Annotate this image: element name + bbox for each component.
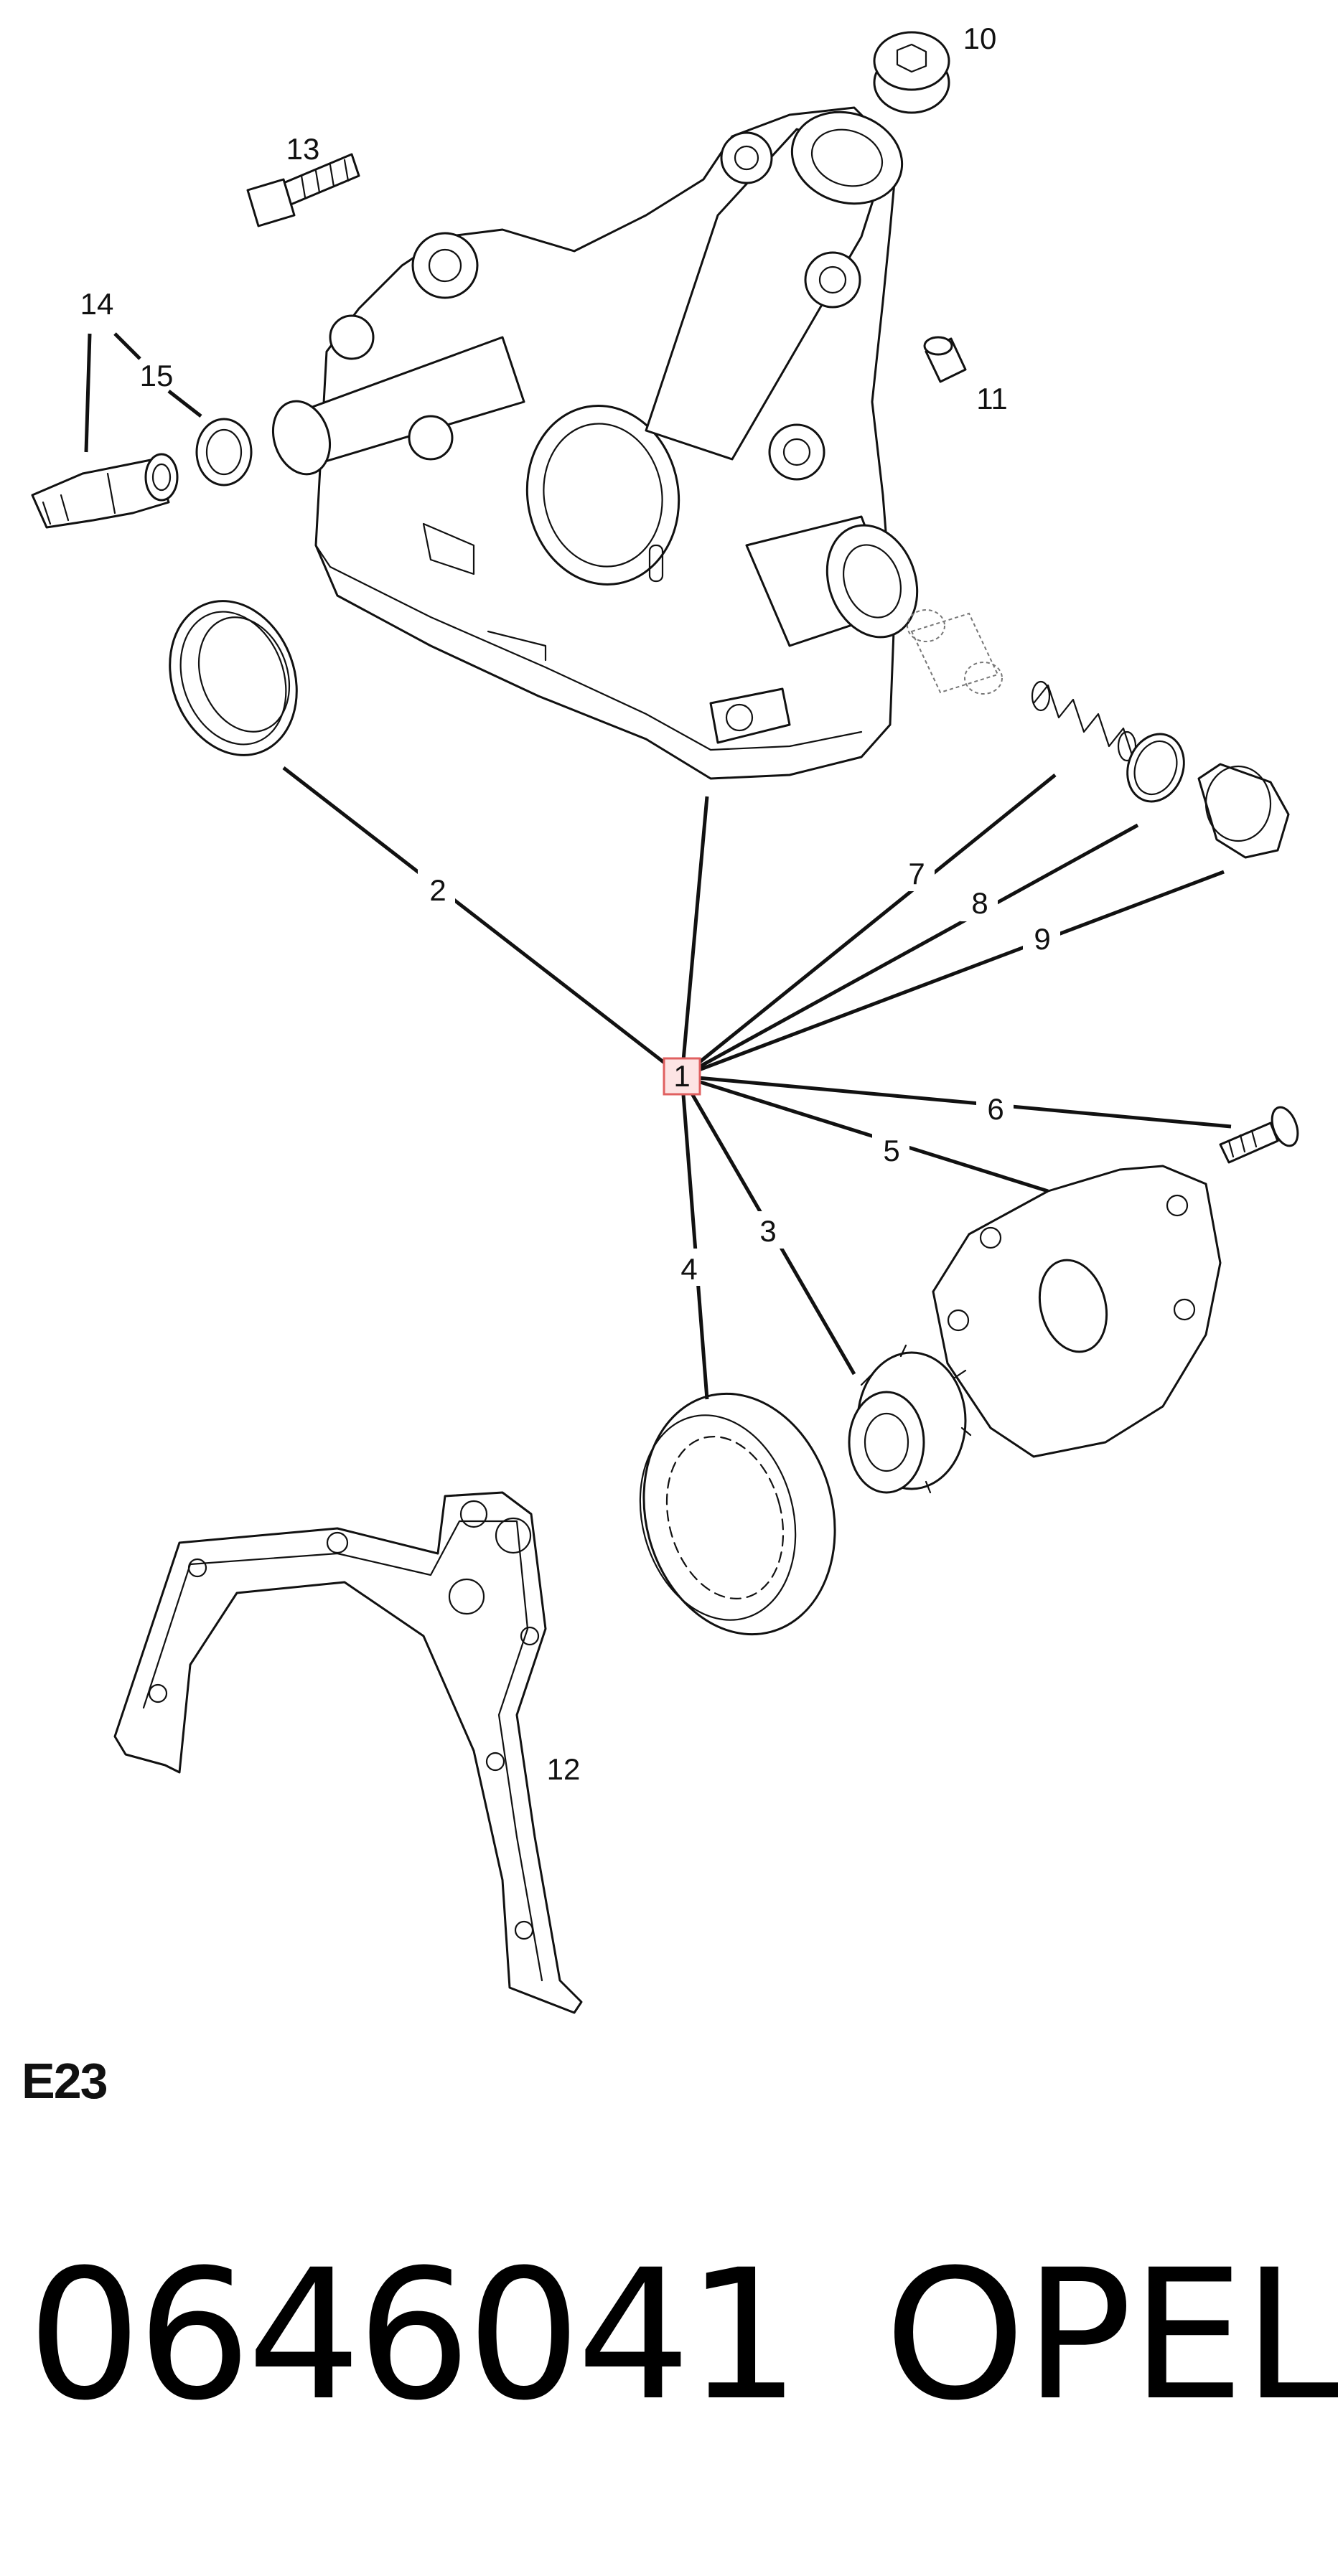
relief-valve-piston-hidden [907,609,1003,695]
leader-14b [113,332,141,360]
outer-rotor-part-4 [639,1392,836,1636]
leader-lines [84,332,1232,1400]
callout-5: 5 [883,1134,899,1167]
leader-4 [680,1076,709,1400]
hub-part-1[interactable]: 1 [663,1057,701,1096]
callout-6: 6 [987,1092,1004,1126]
oil-pump-housing-drawing [271,106,919,780]
callout-15: 15 [140,359,174,392]
leader-top [680,796,709,1077]
brand-name: OPEL [884,2231,1338,2440]
leader-5 [681,1074,1049,1193]
seal-ring-part-2 [169,600,298,756]
dowel-pin-part-11 [923,336,967,383]
leader-7 [680,774,1057,1078]
callout-13: 13 [286,132,320,166]
oil-pressure-switch-part-14 [31,453,179,529]
callout-3: 3 [759,1214,776,1248]
plug-part-10 [873,31,950,114]
callout-11: 11 [976,382,1008,415]
leader-14a [84,333,92,453]
inner-gear-part-3 [848,1344,972,1494]
callout-12: 12 [547,1752,581,1786]
gasket-part-12 [113,1491,583,2014]
spring-part-7 [1031,680,1137,762]
part-number: 0646041 [27,2231,800,2440]
leader-15 [167,390,202,418]
cover-plate-part-5 [932,1165,1222,1458]
callout-9: 9 [1034,922,1050,956]
hub-label: 1 [673,1059,690,1093]
callout-14: 14 [80,287,114,321]
leader-8 [680,823,1139,1078]
plug-bolt-part-9 [1197,763,1290,859]
bolt-part-13 [246,153,360,227]
washer-part-15 [195,418,253,486]
section-code: E23 [22,2053,108,2109]
o-ring-part-8 [1126,733,1185,803]
callout-labels: 2 3 4 5 6 7 8 9 10 11 12 13 14 15 [80,22,1060,1786]
callout-4: 4 [680,1252,697,1286]
callout-7: 7 [908,857,925,890]
callout-10: 10 [963,22,997,55]
leader-9 [681,870,1225,1078]
hub-box [664,1058,700,1094]
callout-2: 2 [429,873,446,907]
hub-box-outline [663,1057,701,1096]
leader-6 [681,1074,1232,1129]
callout-8: 8 [971,886,988,920]
leader-2 [282,766,683,1078]
screw-part-6 [1219,1106,1299,1164]
